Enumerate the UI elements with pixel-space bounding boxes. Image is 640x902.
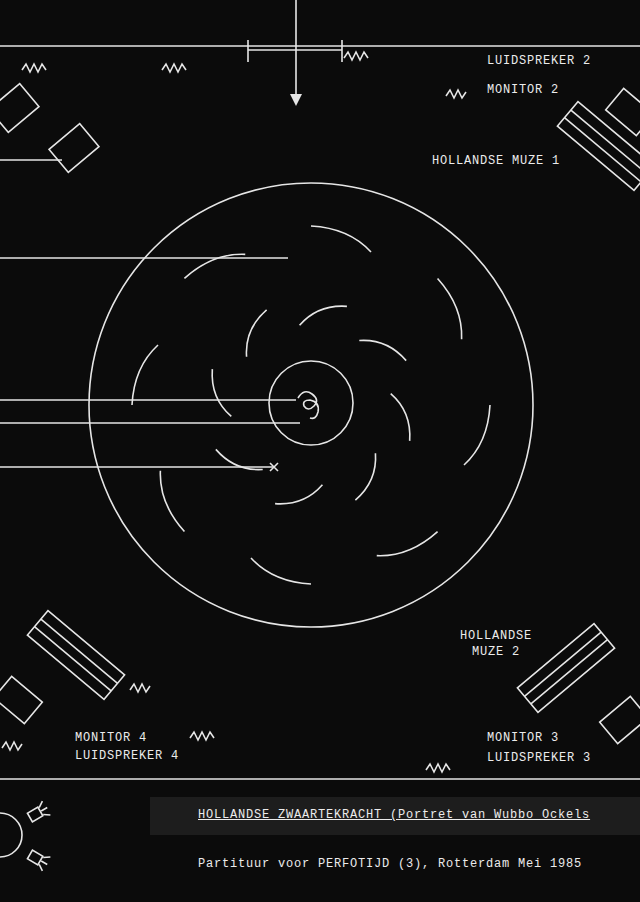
lamp xyxy=(26,801,51,825)
spiral-strokes xyxy=(132,226,490,584)
speaker xyxy=(0,84,39,133)
bar xyxy=(248,49,342,51)
monitor-line xyxy=(564,118,640,182)
speaker xyxy=(0,676,42,723)
bar-tick xyxy=(247,40,249,62)
monitor-outline xyxy=(27,611,124,700)
monitor-label: MONITOR 2 xyxy=(487,82,559,98)
title: HOLLANDSE ZWAARTEKRACHT (Portret van Wub… xyxy=(198,807,590,823)
monitor-long xyxy=(27,611,124,700)
monitor-line xyxy=(571,110,640,174)
stroke xyxy=(300,293,347,338)
stroke xyxy=(275,472,322,517)
zigzag xyxy=(446,90,466,98)
muse-label: HOLLANDSE MUZE 1 xyxy=(432,153,560,169)
stroke xyxy=(184,236,245,297)
lamp xyxy=(26,848,51,872)
speaker-label: LUIDSPREKER 4 xyxy=(75,748,179,764)
figure xyxy=(298,392,318,419)
speaker xyxy=(606,88,640,135)
stroke xyxy=(311,226,371,252)
speaker-label: LUIDSPREKER 3 xyxy=(487,750,591,766)
monitor-label: MONITOR 4 xyxy=(75,730,147,746)
stroke xyxy=(232,310,281,357)
stroke xyxy=(464,405,490,465)
lamp-rays xyxy=(37,801,51,818)
title-strip xyxy=(150,797,640,835)
monitor-label: MONITOR 3 xyxy=(487,730,559,746)
lamp-body xyxy=(27,807,42,822)
cable xyxy=(0,399,296,401)
stroke xyxy=(377,513,438,574)
cable xyxy=(0,159,62,161)
border-line xyxy=(0,778,640,780)
arrow-head xyxy=(290,94,302,106)
zigzag xyxy=(344,52,368,60)
zigzag xyxy=(130,684,150,692)
lamp-body xyxy=(27,850,42,865)
stroke xyxy=(142,471,203,532)
cable xyxy=(0,257,288,259)
lamp-rays xyxy=(37,854,51,871)
monitor-line xyxy=(34,627,111,691)
border-line xyxy=(0,45,640,47)
stroke xyxy=(251,558,311,584)
bar-tick xyxy=(341,40,343,62)
stroke xyxy=(132,345,158,405)
lamp-ring xyxy=(0,813,22,857)
zigzag xyxy=(190,732,214,740)
monitor-line xyxy=(41,619,118,683)
speaker-label: LUIDSPREKER 2 xyxy=(487,53,591,69)
zigzag xyxy=(162,64,186,72)
monitor-long xyxy=(557,102,640,191)
muse-label: HOLLANDSE MUZE 2 xyxy=(448,628,544,660)
gravity-arrow xyxy=(295,0,297,96)
monitor-line xyxy=(524,632,601,696)
speaker xyxy=(600,696,640,743)
stroke xyxy=(378,394,423,441)
cross-mark xyxy=(270,463,278,471)
stroke xyxy=(359,326,406,375)
zigzag xyxy=(22,64,46,72)
cable xyxy=(0,422,300,424)
outer-circle xyxy=(89,183,533,627)
inner-circle xyxy=(269,361,353,445)
stroke xyxy=(419,278,480,339)
monitor-line xyxy=(531,640,608,704)
stroke xyxy=(341,453,390,500)
cable xyxy=(0,466,274,468)
monitor xyxy=(49,124,99,173)
zigzag xyxy=(2,742,22,750)
caption: Partituur voor PERFOTIJD (3), Rotterdam … xyxy=(198,856,582,872)
monitor-outline xyxy=(557,102,640,191)
stroke xyxy=(216,435,263,484)
zigzag xyxy=(426,764,450,772)
stroke xyxy=(199,369,244,416)
